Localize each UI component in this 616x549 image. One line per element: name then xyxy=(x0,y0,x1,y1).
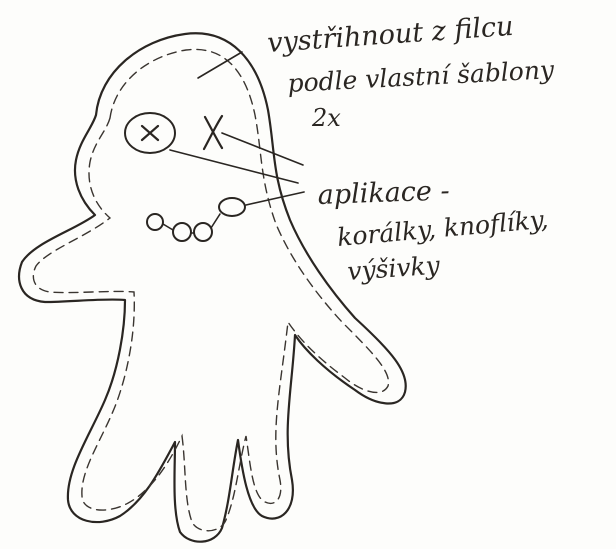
note-applique-line-2: korálky, knoflíky, xyxy=(336,205,550,252)
note-applique-line-3: výšivky xyxy=(346,251,441,286)
bead-2 xyxy=(173,223,191,241)
note-cut-line-2: podle vlastní šablony xyxy=(287,55,556,98)
button-cross-stitch xyxy=(142,126,158,140)
embroidered-x-eye xyxy=(204,116,222,149)
applique-pointer-3 xyxy=(246,192,304,205)
bead-3 xyxy=(194,223,212,241)
bead-1 xyxy=(147,214,163,230)
note-cut-line-1: vystřihnout z filcu xyxy=(266,11,514,59)
note-cut-line-3: 2x xyxy=(311,104,341,132)
bead-4 xyxy=(219,198,245,216)
body-outline xyxy=(19,33,406,541)
applique-pointer-1 xyxy=(222,133,303,165)
note-applique-line-1: aplikace - xyxy=(317,175,450,211)
